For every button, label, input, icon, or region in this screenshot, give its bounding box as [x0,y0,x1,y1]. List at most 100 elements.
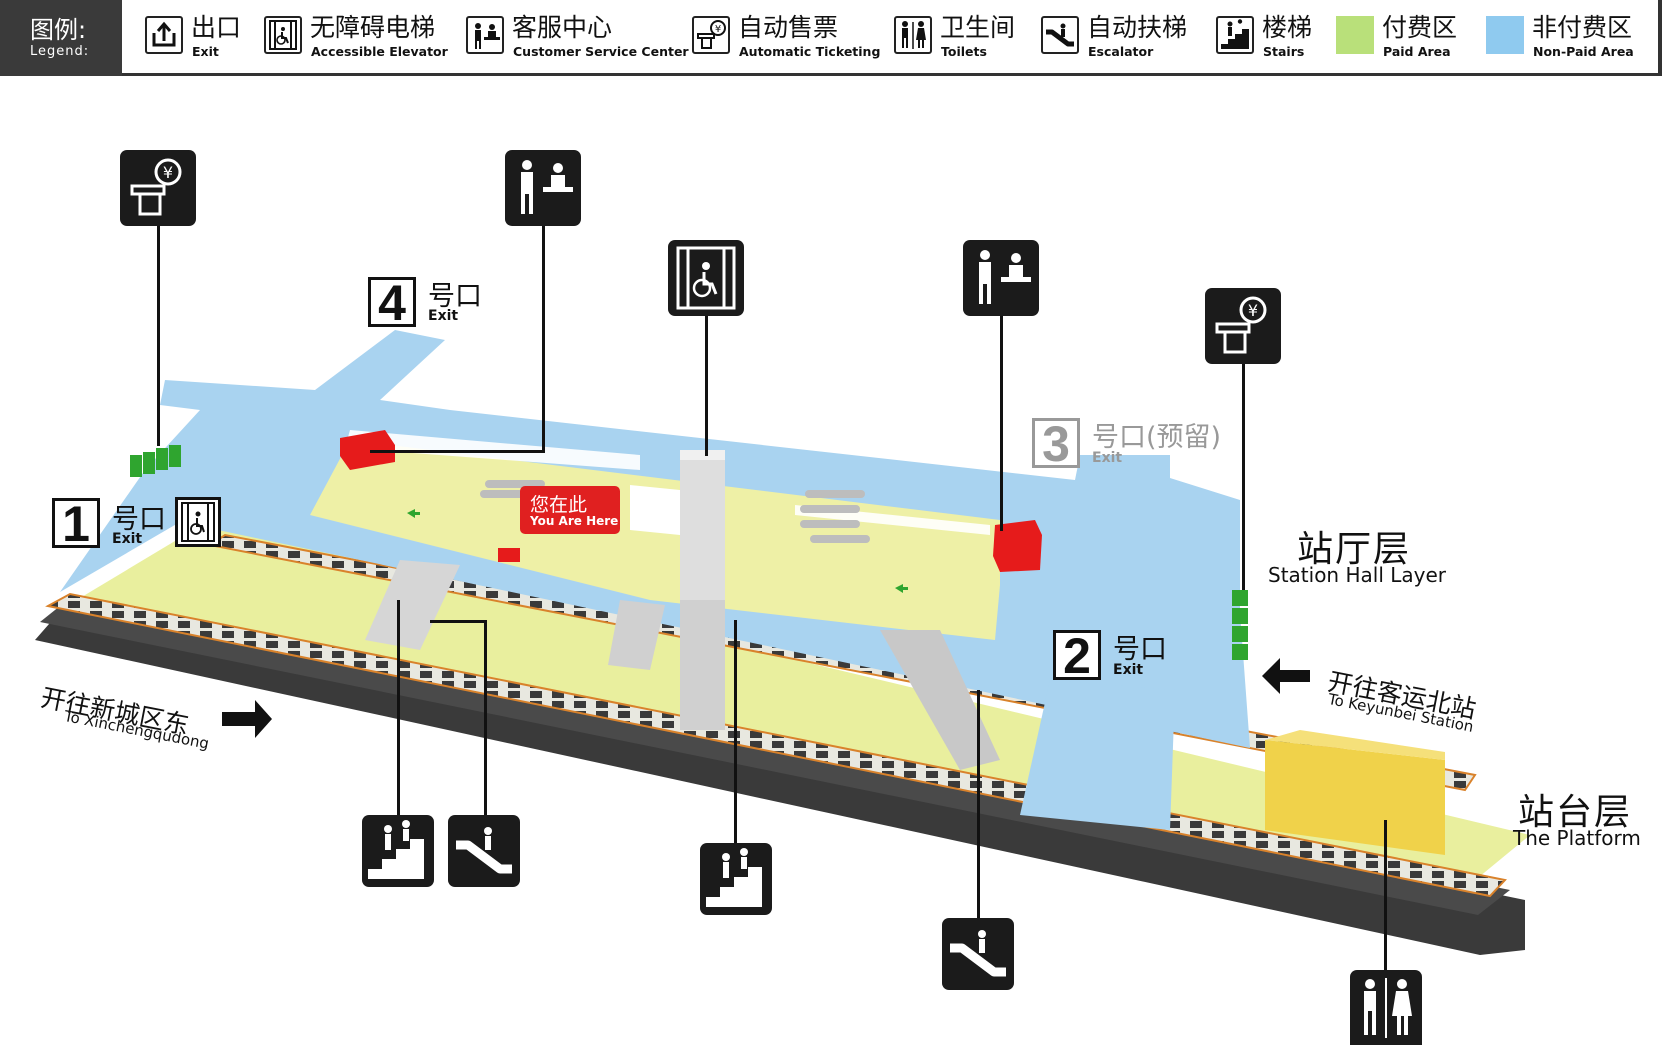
legend-label-zh: 自动售票 [738,13,839,42]
toilet-sign [1350,970,1422,1045]
leader-line [370,450,545,453]
ticket-machine-icon: ¥ [692,16,730,54]
legend-label-en: Exit [192,44,219,59]
exit-3-en: Exit [1092,450,1123,466]
legend-edge [1658,0,1662,76]
legend-label-zh: 楼梯 [1262,13,1313,42]
legend-label-zh: 卫生间 [940,13,1016,42]
accessible-elevator-sign [668,240,744,316]
service-center-right [993,520,1042,572]
legend-label-zh: 客服中心 [512,13,613,42]
leader-line [1242,364,1245,590]
accessible-elevator-icon [264,16,302,54]
legend-title-en: Legend: [30,44,90,59]
hall-paid-area [310,440,1000,640]
ticketing-sign: ¥ [120,150,196,226]
exit2-corridor [1020,680,1175,830]
leader-line [734,620,737,843]
exit-4-number: 4 [368,277,416,328]
legend-label-en: Paid Area [1383,44,1451,59]
customer-service-icon [979,250,1031,304]
paid-area-swatch [1336,16,1374,54]
accessible-elevator-icon [676,246,736,310]
hall-layer-en: Station Hall Layer [1268,563,1446,587]
legend-label-zh: 无障碍电梯 [310,13,436,42]
platform-toilet-block [1265,740,1445,855]
stair-right [608,600,665,670]
accessible-elevator-icon [181,502,215,542]
svg-text:¥: ¥ [715,24,721,35]
ticket-machine-icon: ¥ [1215,296,1267,354]
stairs-sign-center [700,843,772,915]
leader-line [157,226,160,446]
customer-service-icon [521,160,573,214]
legend-label-zh: 出口 [191,13,242,42]
stairs-icon [1216,16,1254,54]
escalator-icon [456,827,512,874]
service-center-left [340,430,395,470]
legend-bar: 图例: Legend: 出口 Exit 无障碍电梯 Accessible Ele… [0,0,1662,76]
legend-label-en: Automatic Ticketing [739,44,881,59]
hall-escalators [480,480,870,543]
exit-2-en: Exit [1113,662,1144,678]
escalator-icon [1041,16,1079,54]
arrow-right-icon [222,700,272,738]
stairs-sign [362,815,434,887]
hall-layer-zh: 站厅层 [1297,529,1412,570]
service-center-sign [505,150,581,226]
legend-label-en: Customer Service Center [513,44,689,59]
leader-line [430,620,487,623]
escalator-sign-right [942,918,1014,990]
ticket-machines-right [1232,590,1248,660]
arrow-left-icon [1262,658,1310,694]
legend-label-en: Toilets [941,44,987,59]
you-are-here-zh: 您在此 [530,494,588,516]
ticketing-sign-right: ¥ [1205,288,1281,364]
exit-4-zh: 号口 [428,281,482,312]
you-are-here-tag: 您在此 You Are Here [520,486,620,534]
you-are-here-en: You Are Here [530,514,619,528]
ticket-machine-icon: ¥ [130,158,182,216]
exit-1-elevator-badge [175,497,221,547]
exit-3-number: 3 [1032,418,1080,469]
svg-text:¥: ¥ [163,163,173,182]
exit-icon [145,16,183,54]
exit-1-number: 1 [52,498,100,549]
stair-flight-left [365,560,460,650]
toilet-icon [894,16,932,54]
exit-2-number: 2 [1053,630,1101,681]
platform-layer-en: The Platform [1513,826,1641,850]
legend-label-zh: 自动扶梯 [1087,13,1188,42]
leader-line [484,620,487,815]
legend-title-zh: 图例: [30,16,87,44]
legend-title: 图例: Legend: [0,0,122,76]
leader-line [542,226,545,452]
non-paid-area-swatch [1486,16,1524,54]
toilet-icon [1364,978,1412,1038]
exit-2-zh: 号口 [1113,634,1167,665]
exit-3-zh: 号口(预留) [1092,422,1222,453]
leader-line [1384,820,1387,970]
stairs-icon [368,820,424,879]
exit-1-zh: 号口 [112,504,166,535]
exit-1-en: Exit [112,531,143,547]
legend-label-en: Stairs [1263,44,1305,59]
leader-line [705,316,708,456]
exit-4-en: Exit [428,308,459,324]
platform-layer-zh: 站台层 [1518,792,1633,833]
ticket-machines-left [130,445,181,477]
customer-service-icon [466,16,504,54]
leader-line [977,690,980,918]
leader-line [397,600,400,815]
leader-line [1000,316,1003,531]
escalator-icon [950,930,1006,977]
legend-label-en: Escalator [1088,44,1154,59]
legend-label-en: Accessible Elevator [311,44,448,59]
legend-label-zh: 付费区 [1382,13,1458,42]
svg-text:¥: ¥ [1248,301,1258,320]
escalator-right [880,630,1000,770]
legend-label-zh: 非付费区 [1532,13,1633,42]
legend-label-en: Non-Paid Area [1533,44,1634,59]
stairs-icon [706,848,762,907]
